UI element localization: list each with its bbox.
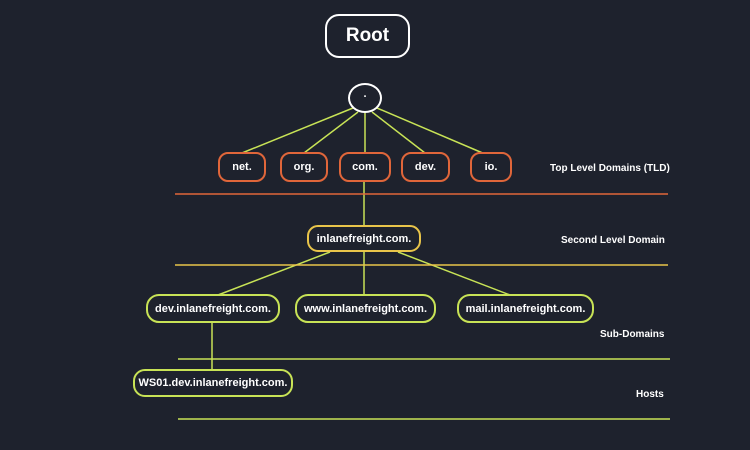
- edge-dot-org: [303, 111, 359, 154]
- root-node: Root: [325, 14, 410, 58]
- tld-net-label: net.: [232, 161, 252, 173]
- root-label: Root: [345, 25, 390, 46]
- tld-org-node: org.: [280, 152, 328, 182]
- subdomain-dev-label: dev.inlanefreight.com.: [155, 302, 271, 315]
- root-dot-node: .: [348, 83, 382, 113]
- tld-dev-label: dev.: [414, 161, 437, 173]
- tld-net-node: net.: [218, 152, 266, 182]
- subdomain-mail-label: mail.inlanefreight.com.: [465, 302, 586, 315]
- subdomain-www-node: www.inlanefreight.com.: [295, 294, 436, 323]
- edge-sld-dev: [217, 251, 331, 296]
- root-dot-label: .: [363, 88, 367, 100]
- host-label: WS01.dev.inlanefreight.com.: [138, 377, 288, 389]
- edge-sld-mail: [397, 251, 511, 296]
- host-node: WS01.dev.inlanefreight.com.: [133, 369, 293, 397]
- level-label-second-level: Second Level Domain: [561, 235, 665, 246]
- tld-dev-node: dev.: [401, 152, 450, 182]
- tld-org-label: org.: [293, 161, 315, 173]
- tld-io-node: io.: [470, 152, 512, 182]
- edge-dot-io: [376, 107, 486, 155]
- subdomain-www-label: www.inlanefreight.com.: [303, 302, 428, 315]
- level-label-tld: Top Level Domains (TLD): [550, 163, 670, 174]
- edge-dot-dev: [371, 111, 426, 154]
- tld-io-label: io.: [484, 161, 498, 173]
- tld-com-label: com.: [352, 161, 378, 173]
- tld-com-node: com.: [339, 152, 391, 182]
- second-level-domain-label: inlanefreight.com.: [316, 232, 412, 245]
- level-label-hosts: Hosts: [636, 389, 664, 400]
- level-label-subdomains: Sub-Domains: [600, 329, 665, 340]
- subdomain-mail-node: mail.inlanefreight.com.: [457, 294, 594, 323]
- second-level-domain-node: inlanefreight.com.: [307, 225, 421, 252]
- edge-dot-net: [241, 107, 354, 154]
- subdomain-dev-node: dev.inlanefreight.com.: [146, 294, 280, 323]
